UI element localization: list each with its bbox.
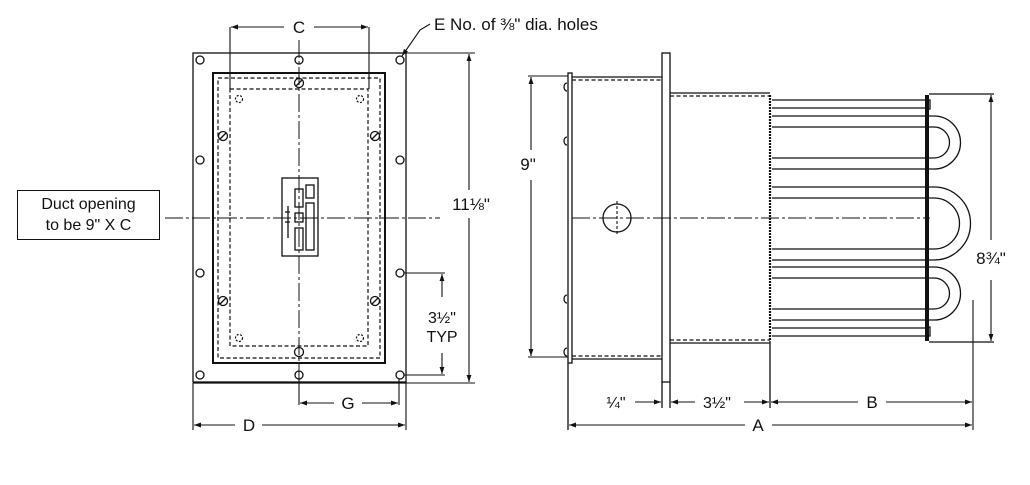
dimension-d-label: D	[243, 416, 255, 435]
hole-spacing-label-line1: 3½"	[428, 310, 456, 327]
dimension-height-front-label: 11⅛"	[452, 195, 490, 214]
conduit-knockout-icon	[602, 201, 632, 235]
hole-icon	[195, 55, 205, 65]
duct-opening-note: Duct opening to be 9" X C	[17, 190, 160, 240]
element-hairpin-bend	[933, 115, 962, 170]
dimension-b: B	[771, 340, 974, 430]
hole-icon	[195, 268, 205, 278]
hole-icon	[395, 268, 405, 278]
hole-icon	[395, 55, 405, 65]
dimension-height-side: 9"	[520, 75, 568, 358]
side-flange-plate	[567, 72, 573, 364]
dimension-c: C	[229, 18, 370, 89]
screw-icon	[217, 130, 229, 142]
mounting-holes	[195, 55, 405, 380]
dimension-element-height: 8¾"	[976, 95, 1006, 341]
dimension-b-label: B	[866, 393, 877, 412]
dimension-a-label: A	[752, 416, 764, 435]
dimension-flange-label: ¼"	[606, 395, 625, 412]
dimension-c-label: C	[293, 18, 305, 37]
element-hairpin-bend	[933, 126, 951, 159]
screw-icon	[369, 295, 381, 307]
hidden-holes	[234, 94, 365, 343]
screw-icon	[369, 130, 381, 142]
dimension-height-front: 11⅛"	[406, 52, 490, 384]
dimension-a: A	[569, 416, 972, 435]
screw-icon	[293, 346, 305, 358]
dimension-d: D	[192, 383, 407, 435]
duct-note-line2: to be 9" X C	[45, 217, 132, 234]
hole-icon	[195, 370, 205, 380]
front-view: C E No. of ⅜" dia. holes 11⅛" 3½" TYP	[165, 15, 598, 435]
dimension-element-height-label: 8¾"	[976, 249, 1006, 268]
dimension-g: G	[298, 379, 400, 413]
element-hairpin-bend	[933, 277, 951, 310]
hole-icon	[395, 155, 405, 165]
element-hairpin-bend	[933, 186, 972, 261]
heating-elements	[772, 99, 974, 340]
hole-icon	[195, 155, 205, 165]
holes-callout: E No. of ⅜" dia. holes	[401, 15, 598, 57]
screw-icon	[217, 295, 229, 307]
side-view: 9" 8¾" ¼" 3½" B A	[520, 52, 1006, 435]
hole-icon	[395, 370, 405, 380]
duct-note-line1: Duct opening	[41, 196, 136, 213]
dimension-hole-spacing: 3½" TYP	[404, 272, 458, 376]
dimension-flange: ¼"	[606, 395, 695, 412]
element-hairpin-bend	[933, 266, 962, 321]
hole-icon	[294, 55, 304, 65]
element-hairpin-bend	[933, 197, 961, 250]
holes-callout-label: E No. of ⅜" dia. holes	[434, 15, 598, 34]
cover-screws	[217, 77, 381, 358]
dimension-g-label: G	[341, 394, 354, 413]
screw-icon	[293, 77, 305, 89]
dimension-height-side-label: 9"	[520, 155, 536, 174]
dimension-box-depth: 3½"	[703, 395, 769, 412]
terminal-block	[281, 177, 319, 257]
dimension-box-depth-label: 3½"	[703, 395, 731, 412]
hole-spacing-label-line2: TYP	[426, 329, 457, 346]
